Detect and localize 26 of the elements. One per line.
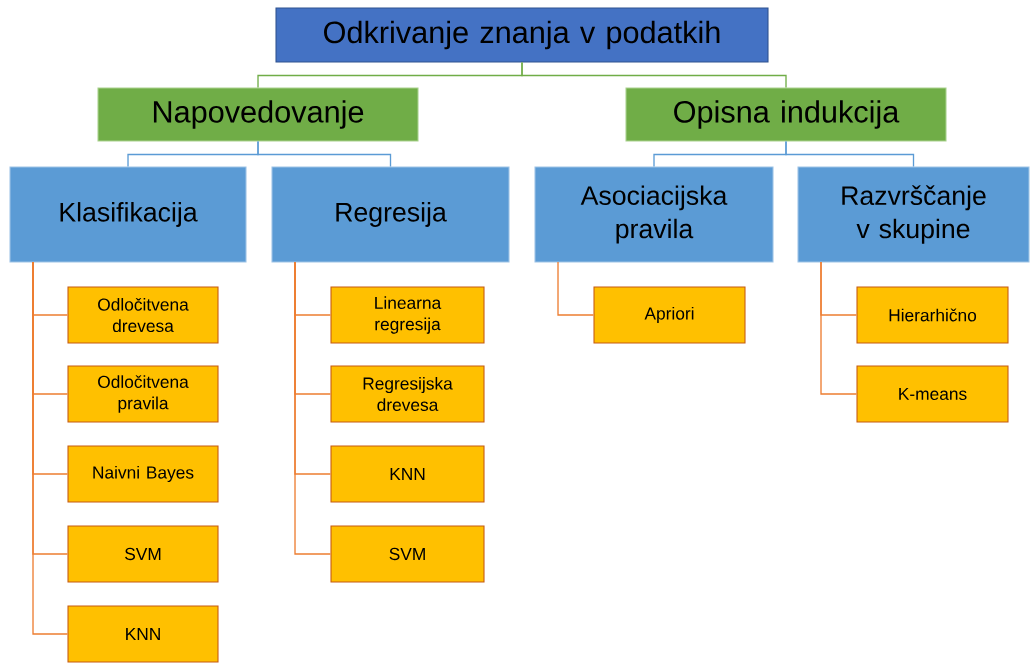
algorithm-box: Hierarhično [856, 286, 1009, 344]
connector-line [521, 61, 787, 89]
connector-line [257, 140, 392, 168]
algorithm-box: Naivni Bayes [67, 445, 219, 503]
connector-line [32, 261, 69, 635]
algorithm-box: SVM [67, 525, 219, 583]
method-box: Klasifikacija [9, 166, 247, 263]
algorithm-box: KNN [330, 445, 485, 503]
connector-line [557, 261, 595, 316]
algorithm-box: K-means [856, 365, 1009, 423]
method-box: Regresija [271, 166, 510, 263]
connector-line [294, 261, 332, 555]
category-box: Napovedovanje [97, 87, 419, 142]
algorithm-box: Apriori [593, 286, 746, 344]
algorithm-box: KNN [67, 605, 219, 663]
root-box: Odkrivanje znanja v podatkih [275, 7, 769, 63]
algorithm-box: Odločitvena pravila [67, 365, 219, 423]
category-box: Opisna indukcija [625, 87, 947, 142]
connector-line [785, 140, 915, 168]
algorithm-box: Odločitvena drevesa [67, 286, 219, 344]
algorithm-box: SVM [330, 525, 485, 583]
method-box: Razvrščanje v skupine [797, 166, 1030, 263]
method-box: Asociacijska pravila [534, 166, 774, 263]
algorithm-box: Linearna regresija [330, 286, 485, 344]
algorithm-box: Regresijska drevesa [330, 365, 485, 423]
connector-line [820, 261, 858, 395]
